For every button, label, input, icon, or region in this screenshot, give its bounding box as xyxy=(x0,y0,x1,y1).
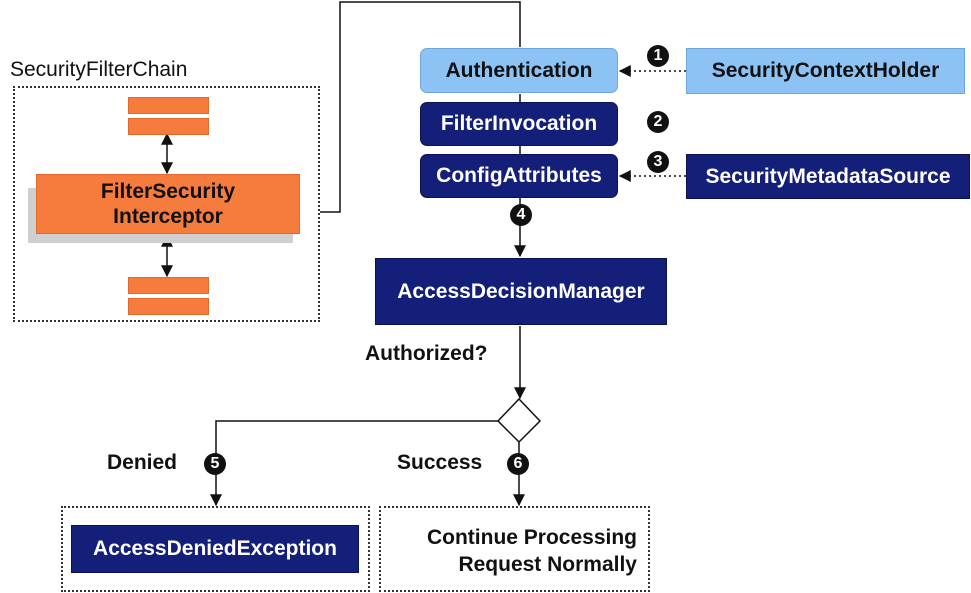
decision-diamond xyxy=(496,397,542,444)
continue-line2: Request Normally xyxy=(458,553,637,576)
interceptor-line2: Interceptor xyxy=(113,205,223,228)
access-decision-manager-node[interactable]: AccessDecisionManager xyxy=(375,258,667,325)
filter-security-interceptor[interactable]: FilterSecurity Interceptor xyxy=(36,174,300,234)
step-3-badge: 3 xyxy=(647,151,669,173)
filter-invocation-node[interactable]: FilterInvocation xyxy=(420,102,618,146)
continue-line1: Continue Processing xyxy=(426,526,637,549)
security-metadata-source-node[interactable]: SecurityMetadataSource xyxy=(686,154,970,199)
security-filter-chain xyxy=(13,86,320,322)
denied-outcome-group xyxy=(61,506,370,592)
continue-processing-text: Continue Processing Request Normally xyxy=(385,524,637,578)
step-1-badge: 1 xyxy=(647,45,669,67)
denied-label: Denied xyxy=(107,451,178,474)
filter-bar-4 xyxy=(128,298,209,315)
filter-bar-2 xyxy=(128,118,209,135)
step-6-badge: 6 xyxy=(507,453,529,475)
success-outcome-group xyxy=(379,506,650,592)
success-label: Success xyxy=(397,451,483,474)
step-4-badge: 4 xyxy=(510,204,532,226)
step-2-badge: 2 xyxy=(647,111,669,133)
access-denied-exception-node[interactable]: AccessDeniedException xyxy=(71,525,359,573)
interceptor-line1: FilterSecurity xyxy=(100,180,236,203)
authentication-node[interactable]: Authentication xyxy=(420,48,618,93)
config-attributes-node[interactable]: ConfigAttributes xyxy=(420,154,618,198)
interceptor-connector xyxy=(320,1,521,213)
authorized-label: Authorized? xyxy=(365,342,488,365)
security-context-holder-node[interactable]: SecurityContextHolder xyxy=(686,48,965,94)
chain-title: SecurityFilterChain xyxy=(10,58,188,81)
step-5-badge: 5 xyxy=(204,453,226,475)
filter-bar-3 xyxy=(128,277,209,294)
filter-bar-1 xyxy=(128,97,209,114)
denied-arrow xyxy=(210,420,498,507)
